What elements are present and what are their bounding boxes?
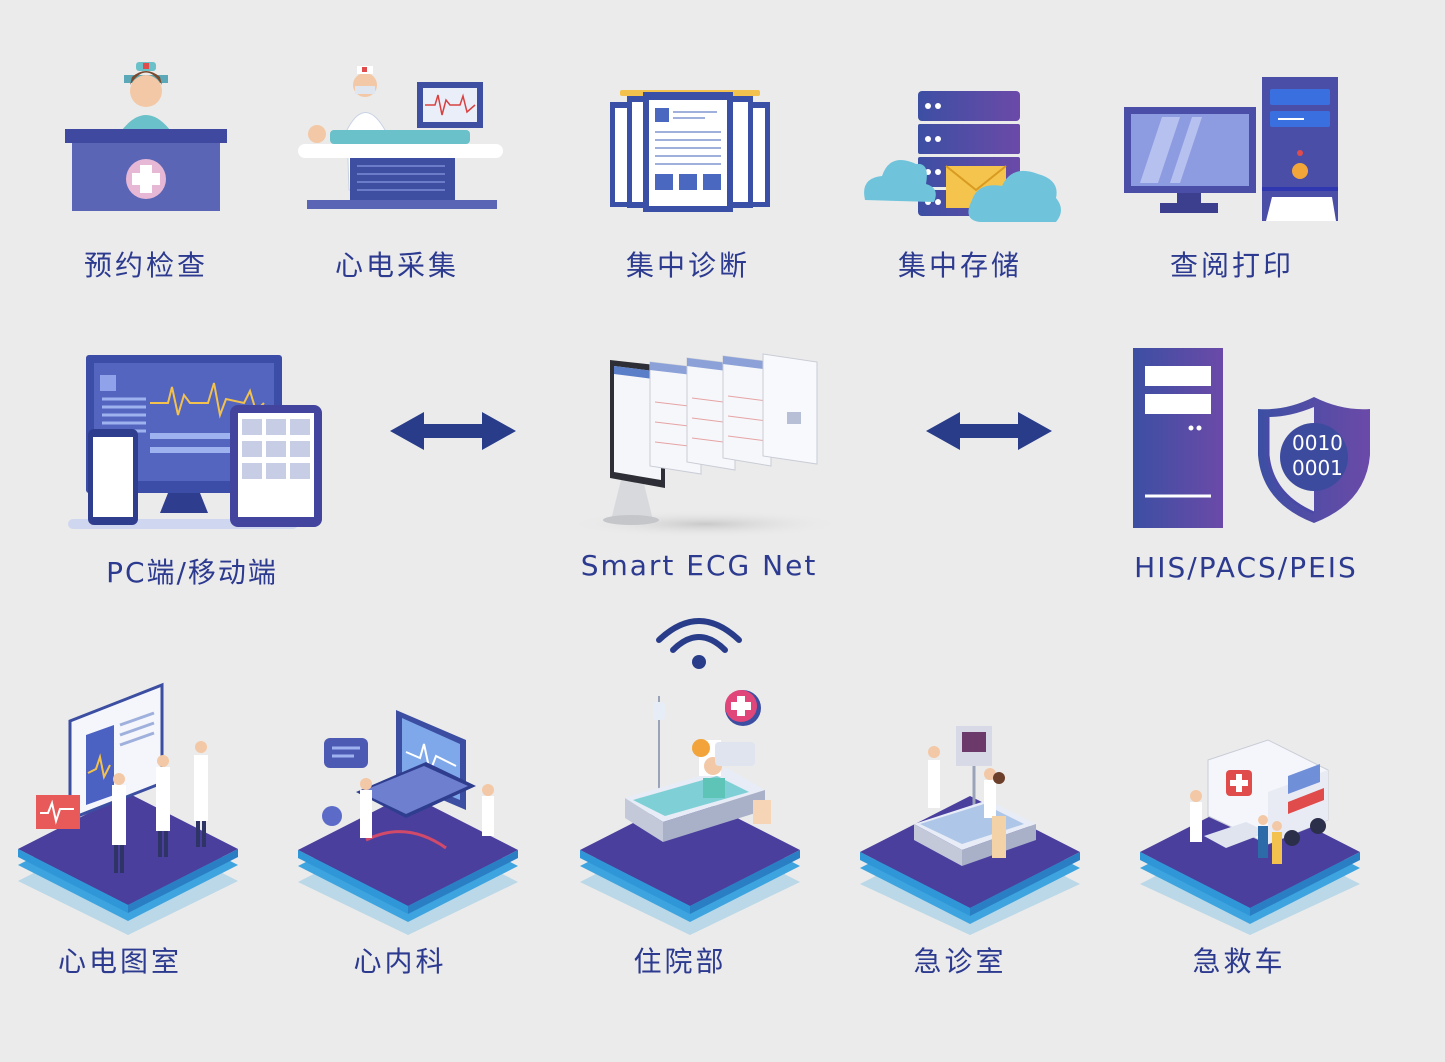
inpatient-scene-icon [580,690,800,935]
label-cardiology: 心内科 [353,945,447,978]
ecg-collection-icon [298,66,503,209]
label-pc-mobile: PC端/移动端 [106,556,278,589]
cloud-storage-icon [864,91,1061,222]
shield-code-line2: 0001 [1292,456,1343,480]
ambulance-scene-icon [1140,739,1360,935]
security-shield-icon [1258,397,1370,523]
wifi-icon [656,618,742,669]
label-view-print: 查阅打印 [1169,249,1295,282]
ecg-workstation-icon [565,353,845,538]
emergency-room-scene-icon [860,726,1080,935]
ecg-room-scene-icon [18,682,238,935]
shield-code-line1: 0010 [1292,431,1343,455]
label-his-pacs-peis: HIS/PACS/PEIS [1134,551,1358,584]
server-icon [1133,348,1223,528]
reception-desk-icon [65,62,227,211]
label-emergency-room: 急诊室 [913,945,1007,978]
bidirectional-arrow-icon [926,412,1052,450]
computer-printer-icon [1124,77,1338,221]
label-central-diagnosis: 集中诊断 [625,249,751,282]
label-ambulance: 急救车 [1192,945,1286,978]
label-central-storage: 集中存储 [897,249,1023,282]
diagnosis-documents-icon [610,90,770,212]
label-appointment: 预约检查 [83,249,209,282]
cardiology-scene-icon [298,710,518,935]
pc-mobile-devices-icon [68,355,322,529]
label-ecg-collection: 心电采集 [334,249,460,282]
label-ecg-room: 心电图室 [57,945,183,978]
label-inpatient: 住院部 [633,945,727,978]
label-smart-ecg-net: Smart ECG Net [580,549,818,582]
bidirectional-arrow-icon [390,412,516,450]
